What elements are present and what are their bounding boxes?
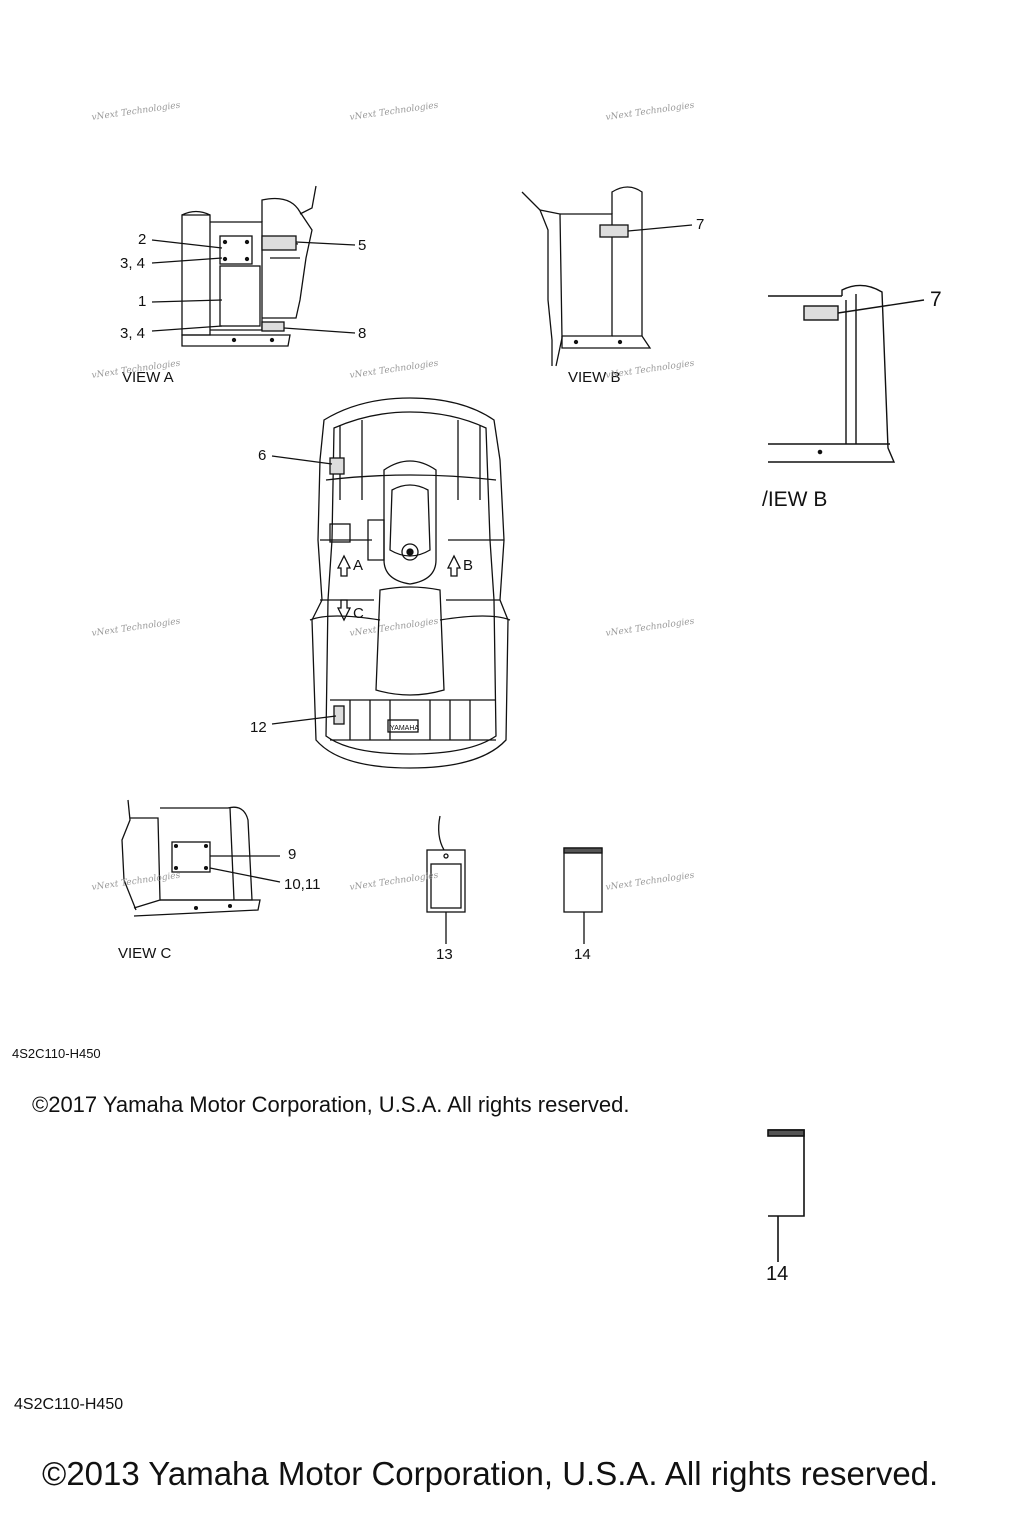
callout-13: 13 — [436, 946, 453, 963]
callout-14-large: 14 — [766, 1263, 788, 1285]
atv-top-view-drawing — [271, 397, 511, 769]
item-14-large-drawing — [767, 1129, 805, 1262]
watermark: vNext Technologies — [349, 359, 439, 381]
callout-7-large: 7 — [930, 288, 942, 311]
view-c-drawing — [121, 799, 281, 917]
view-a-drawing — [151, 185, 356, 347]
direction-letter-a: A — [353, 557, 363, 574]
item-13-tag-drawing — [426, 815, 466, 944]
callout-12: 12 — [250, 719, 267, 736]
copyright-2017: ©2017 Yamaha Motor Corporation, U.S.A. A… — [32, 1092, 630, 1117]
callout-14-small: 14 — [574, 946, 591, 963]
callout-9: 9 — [288, 846, 296, 863]
view-b-label: VIEW B — [568, 369, 621, 386]
watermark: vNext Technologies — [91, 871, 181, 893]
callout-5: 5 — [358, 237, 366, 254]
view-b-large-drawing — [768, 284, 925, 463]
callout-10-11: 10,11 — [284, 876, 320, 893]
watermark: vNext Technologies — [605, 359, 695, 381]
plate-text: YAMAHA — [390, 725, 419, 732]
watermark: vNext Technologies — [91, 101, 181, 123]
view-b-drawing — [521, 186, 693, 367]
callout-3-4-upper: 3, 4 — [120, 255, 145, 272]
watermark: vNext Technologies — [605, 617, 695, 639]
direction-letter-c: C — [353, 605, 364, 622]
watermark: vNext Technologies — [605, 871, 695, 893]
callout-1: 1 — [138, 293, 146, 310]
item-14-label-drawing — [563, 847, 603, 944]
diagram-code-large: 4S2C110-H450 — [14, 1396, 124, 1413]
watermark: vNext Technologies — [349, 871, 439, 893]
callout-2: 2 — [138, 231, 146, 248]
watermark: vNext Technologies — [349, 101, 439, 123]
view-a-label: VIEW A — [122, 369, 174, 386]
direction-letter-b: B — [463, 557, 473, 574]
watermark: vNext Technologies — [605, 101, 695, 123]
callout-7-small: 7 — [696, 216, 704, 233]
callout-8: 8 — [358, 325, 366, 342]
view-b-large-label: /IEW B — [762, 488, 827, 511]
diagram-code-small: 4S2C110-H450 — [12, 1046, 101, 1061]
view-c-label: VIEW C — [118, 945, 172, 962]
watermark: vNext Technologies — [91, 617, 181, 639]
copyright-2013: ©2013 Yamaha Motor Corporation, U.S.A. A… — [42, 1455, 939, 1492]
callout-6: 6 — [258, 447, 266, 464]
callout-3-4-lower: 3, 4 — [120, 325, 145, 342]
